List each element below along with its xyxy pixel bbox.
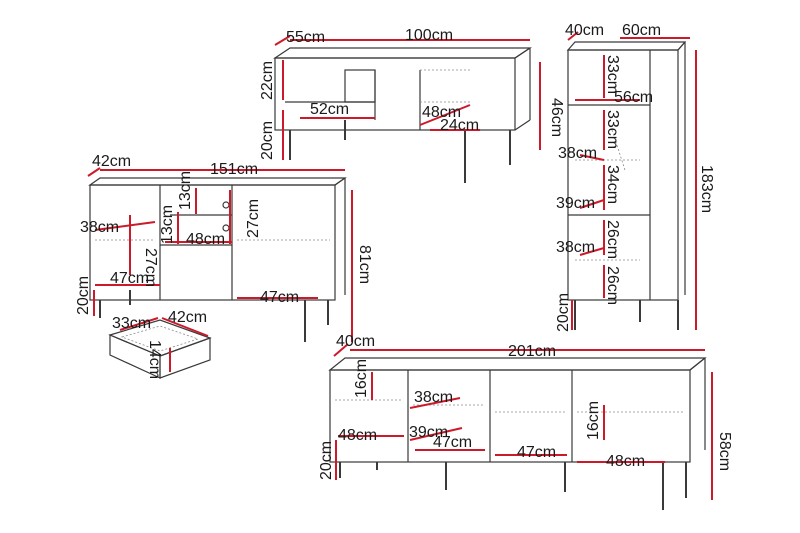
sideboard-leg-height-label: 20cm xyxy=(75,276,92,315)
bookcase-s1-label: 33cm xyxy=(604,55,621,94)
tv-bench-w4-label: 48cm xyxy=(606,453,645,470)
bookcase-s3-label: 33cm xyxy=(604,110,621,149)
coffee-inner-depth-label: 48cm xyxy=(422,104,461,121)
sideboard-left-depth-label: 38cm xyxy=(80,219,119,236)
tv-bench-width-label: 201cm xyxy=(508,343,556,360)
sideboard: 42cm 151cm 13cm 13cm 27cm 27cm 38cm 48cm… xyxy=(75,153,373,342)
tv-bench-height-label: 58cm xyxy=(716,432,733,471)
sideboard-right-w-label: 47cm xyxy=(260,289,299,306)
bookcase-s5-label: 26cm xyxy=(604,220,621,259)
bookcase-height-label: 183cm xyxy=(698,165,715,213)
sideboard-left-w-label: 47cm xyxy=(110,270,149,287)
coffee-shelf-gap-label: 22cm xyxy=(259,61,276,100)
bookcase-d2-label: 39cm xyxy=(556,195,595,212)
drawer-side-face xyxy=(159,337,211,379)
tv-bench-w2-label: 47cm xyxy=(433,434,472,451)
sideboard-height-label: 81cm xyxy=(356,245,373,284)
drawer-height-label: 14cm xyxy=(146,340,163,379)
bookcase-depth-label: 40cm xyxy=(565,22,604,39)
coffee-depth-label: 55cm xyxy=(286,29,325,46)
bookcase-s2-label: 56cm xyxy=(614,89,653,106)
sideboard-width-label: 151cm xyxy=(210,161,258,178)
tv-bench-shelf-h2-label: 16cm xyxy=(585,401,602,440)
bookcase: 40cm 60cm 33cm 56cm 33cm 38cm 34cm 39cm … xyxy=(555,22,715,332)
sideboard-depth-label: 42cm xyxy=(92,153,131,170)
bookcase-s4-label: 34cm xyxy=(604,165,621,204)
coffee-height-label: 46cm xyxy=(548,98,565,137)
coffee-table-opening xyxy=(344,69,376,103)
tv-bench-body xyxy=(329,369,691,463)
sideboard-comp-h2-label: 27cm xyxy=(142,248,159,287)
bookcase-d3-label: 38cm xyxy=(556,239,595,256)
coffee-table-body xyxy=(274,57,516,131)
tv-bench-w3-label: 47cm xyxy=(517,444,556,461)
coffee-table-top xyxy=(273,47,532,59)
sideboard-top xyxy=(88,177,347,186)
coffee-inner-width-label: 52cm xyxy=(310,101,349,118)
bookcase-top xyxy=(566,41,687,51)
coffee-width-label: 100cm xyxy=(405,27,453,44)
sideboard-drawer-w-label: 48cm xyxy=(186,231,225,248)
coffee-leg-height-label: 20cm xyxy=(259,121,276,160)
drawer-width-label: 42cm xyxy=(168,309,207,326)
coffee-inner-small-label: 24cm xyxy=(440,117,479,134)
bookcase-width-label: 60cm xyxy=(622,22,661,39)
sideboard-drawer-h-label: 13cm xyxy=(177,171,194,210)
bookcase-d1-label: 38cm xyxy=(558,145,597,162)
drawer-depth-label: 33cm xyxy=(112,315,151,332)
tv-bench: 40cm 201cm 16cm 38cm 39cm 48cm 47cm 47cm… xyxy=(318,333,733,510)
tv-bench-inner-d1-label: 38cm xyxy=(414,389,453,406)
tv-bench-depth-label: 40cm xyxy=(336,333,375,350)
bookcase-s6-label: 26cm xyxy=(604,266,621,305)
tv-bench-shelf-h-label: 16cm xyxy=(353,359,370,398)
tv-bench-leg-height-label: 20cm xyxy=(318,441,335,480)
drawer-detail: 33cm 42cm 14cm xyxy=(108,309,212,379)
coffee-table: 55cm 100cm 22cm 20cm 52cm 48cm 24cm 46cm xyxy=(259,27,565,183)
sideboard-body xyxy=(89,184,336,301)
bookcase-leg-height-label: 20cm xyxy=(555,293,572,332)
bookcase-body xyxy=(567,49,679,301)
tv-bench-w1-label: 48cm xyxy=(338,427,377,444)
tv-bench-inner-d2-label: 39cm xyxy=(409,424,448,441)
sideboard-top-shelf-h-label: 13cm xyxy=(159,205,176,244)
sideboard-comp-h-label: 27cm xyxy=(245,199,262,238)
